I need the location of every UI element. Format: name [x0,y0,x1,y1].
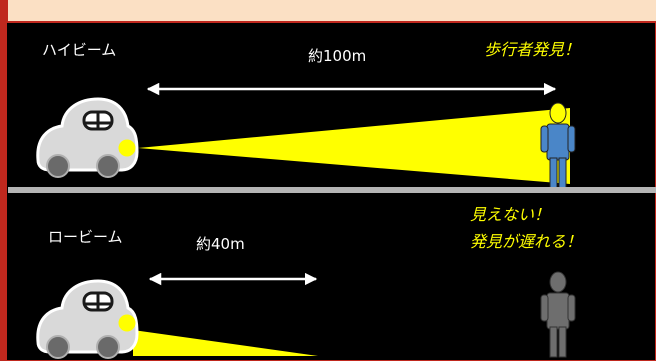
low-beam-alert-line2: 発見が遅れる！ [470,232,582,251]
high-beam-scene: ハイビーム 約100m 歩行者発見！ [36,40,580,189]
high-beam-label: ハイビーム [42,41,116,59]
road-divider [8,187,656,193]
pedestrian-lit-icon [540,102,576,189]
low-beam-light [133,330,318,356]
low-beam-label: ロービーム [48,228,123,246]
low-beam-alert-line1: 見えない！ [470,205,550,224]
car-icon [36,279,139,359]
high-beam-distance: 約100m [308,47,366,65]
pedestrian-dark-icon [540,271,576,358]
left-frame-bar [0,0,8,361]
low-beam-scene: ロービーム 約40m 見えない！ 発見が遅れる！ [36,205,582,359]
low-beam-distance: 約40m [196,235,245,253]
high-beam-alert: 歩行者発見！ [484,40,580,59]
high-beam-light [138,108,570,184]
car-icon [36,97,139,178]
